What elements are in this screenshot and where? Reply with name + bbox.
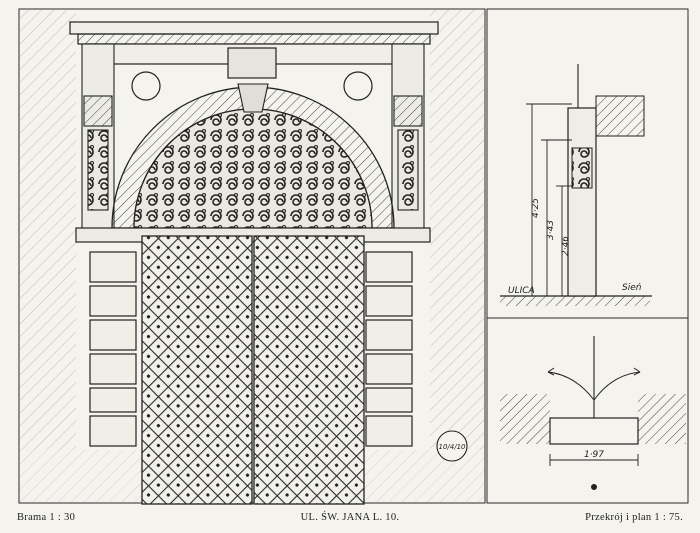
keystone — [237, 83, 269, 113]
dimension-2-46: 2·46 — [561, 236, 571, 256]
plan-wall-left — [500, 394, 550, 444]
section-ground-hatch — [500, 296, 650, 306]
door-leaf-right — [253, 235, 365, 505]
plan-wall-right — [638, 394, 686, 444]
pilaster-right — [391, 43, 425, 231]
caption-section-plan-scale: Przekrój i plan 1 : 75. — [585, 512, 683, 523]
section-cornice-hatch — [595, 95, 645, 137]
gate-elevation: 10/4/10 — [20, 10, 484, 505]
spandrel-rosette-right — [343, 71, 373, 101]
wall-hatching-left — [20, 10, 76, 450]
street-label: ULICA — [508, 286, 535, 296]
plan-opening — [549, 417, 639, 445]
section-wall — [567, 107, 597, 297]
section-dimension-lines — [526, 103, 572, 296]
yard-label: Sień — [622, 283, 642, 293]
spandrel-rosette-left — [131, 71, 161, 101]
dimension-3-43: 3·43 — [546, 220, 556, 240]
plan-width-dimension: 1·97 — [584, 450, 604, 460]
dimension-4-25: 4·25 — [531, 198, 541, 218]
jamb-blocks-left — [89, 251, 137, 447]
plate-number-circle — [436, 430, 468, 462]
door-leaf-left — [141, 235, 253, 505]
impost-band — [75, 227, 431, 243]
section-jamb — [571, 147, 593, 189]
plate-number-label: 10/4/10 — [439, 443, 467, 451]
jamb-blocks-right — [365, 251, 413, 447]
pilaster-left — [81, 43, 115, 231]
cornice — [69, 21, 439, 79]
plan-door-swing-right — [593, 371, 641, 401]
caption-gate-scale: Brama 1 : 30 — [17, 512, 76, 523]
plan-door-swing-left — [547, 371, 595, 401]
caption-street-address: UL. ŚW. JANA L. 10. — [300, 512, 400, 523]
plan-drawing: 1·97 — [500, 336, 686, 490]
wall-hatching-right — [430, 10, 484, 450]
section-drawing: 4·25 3·43 2·46 ULICA Sień — [500, 64, 652, 306]
